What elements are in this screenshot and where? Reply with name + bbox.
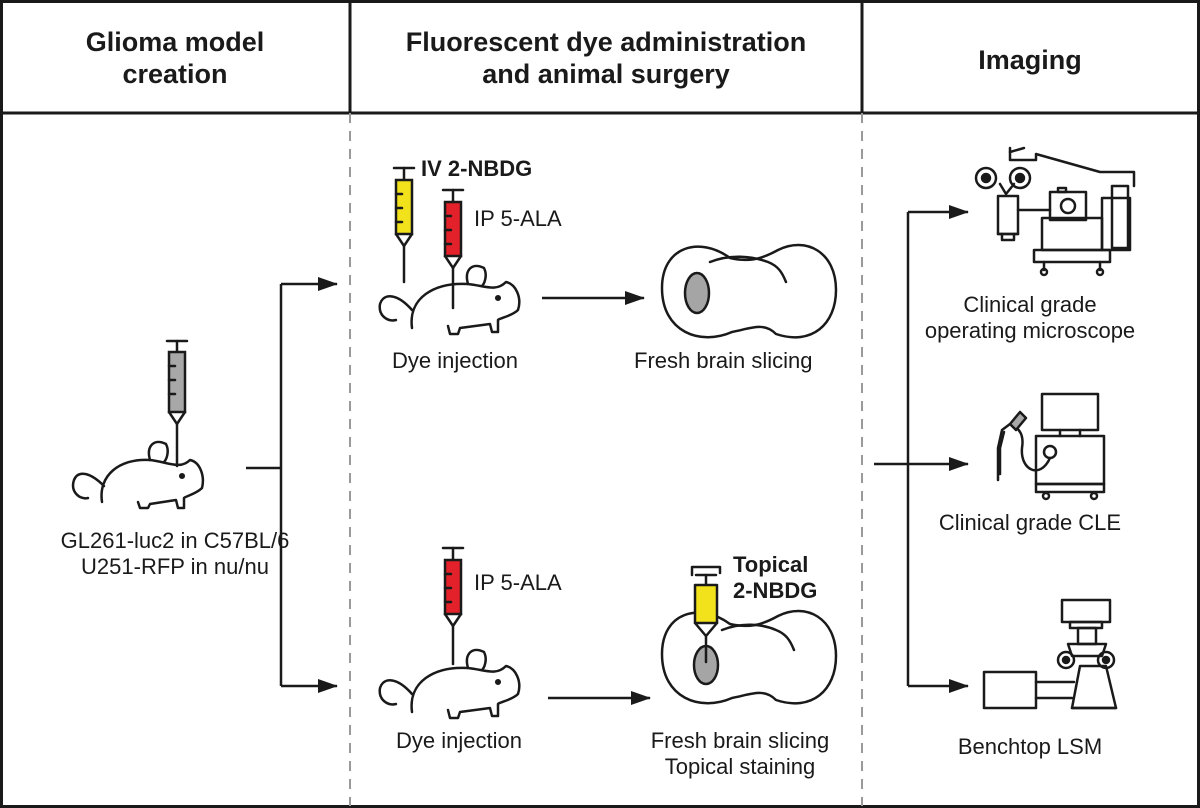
branch-arrows-left — [246, 277, 338, 693]
yellow-syringe — [392, 166, 416, 284]
model-line-1: GL261-luc2 in C57BL/6 — [60, 528, 290, 553]
topical-line-1: Topical — [733, 552, 809, 577]
iv-2nbdg-label: IV 2-NBDG — [421, 156, 533, 181]
fresh-brain-slicing-caption-top: Fresh brain slicing — [634, 348, 813, 373]
brain-slice-bottom — [660, 609, 838, 705]
red-syringe-bottom — [441, 546, 465, 666]
brain-slice-top — [660, 243, 838, 339]
cle-system-icon — [996, 392, 1106, 501]
bottom-mouse-icon — [378, 648, 521, 720]
slice-caption-line-2: Topical staining — [664, 754, 816, 779]
topical-2nbdg-label: Topical 2-NBDG — [733, 552, 817, 604]
header-dye-surgery: Fluorescent dye administration and anima… — [350, 26, 862, 90]
topical-line-2: 2-NBDG — [733, 578, 818, 603]
lsm-caption: Benchtop LSM — [957, 734, 1103, 759]
cle-caption: Clinical grade CLE — [938, 510, 1122, 535]
dye-injection-caption-bottom: Dye injection — [396, 728, 522, 753]
branch-arrows-right — [874, 205, 969, 693]
model-label: GL261-luc2 in C57BL/6 U251-RFP in nu/nu — [0, 528, 350, 580]
microscope-caption: Clinical grade operating microscope — [862, 292, 1198, 344]
header-model-line-1: Glioma model — [85, 27, 265, 57]
header-imaging: Imaging — [978, 45, 1082, 75]
dye-injection-caption-top: Dye injection — [392, 348, 518, 373]
red-syringe-top — [441, 188, 465, 310]
header-dye-line-1: Fluorescent dye administration — [405, 27, 807, 57]
top-mouse-icon — [378, 264, 521, 336]
header-dye-line-2: and animal surgery — [482, 59, 730, 89]
slice-caption-line-1: Fresh brain slicing — [650, 728, 830, 753]
fresh-brain-slicing-caption-bottom: Fresh brain slicing Topical staining — [620, 728, 860, 780]
topical-dropper — [690, 565, 722, 664]
header-model-line-2: creation — [122, 59, 228, 89]
ip-5ala-label-bottom: IP 5-ALA — [474, 570, 562, 595]
ip-5ala-label-top: IP 5-ALA — [474, 206, 562, 231]
model-syringe — [165, 339, 189, 468]
microscope-line-2: operating microscope — [924, 318, 1136, 343]
operating-microscope-icon — [974, 146, 1136, 277]
header-model-creation: Glioma model creation — [0, 26, 350, 90]
benchtop-lsm-icon — [982, 598, 1118, 710]
microscope-line-1: Clinical grade — [963, 292, 1097, 317]
model-mouse-icon — [71, 440, 205, 510]
model-line-2: U251-RFP in nu/nu — [81, 554, 269, 579]
